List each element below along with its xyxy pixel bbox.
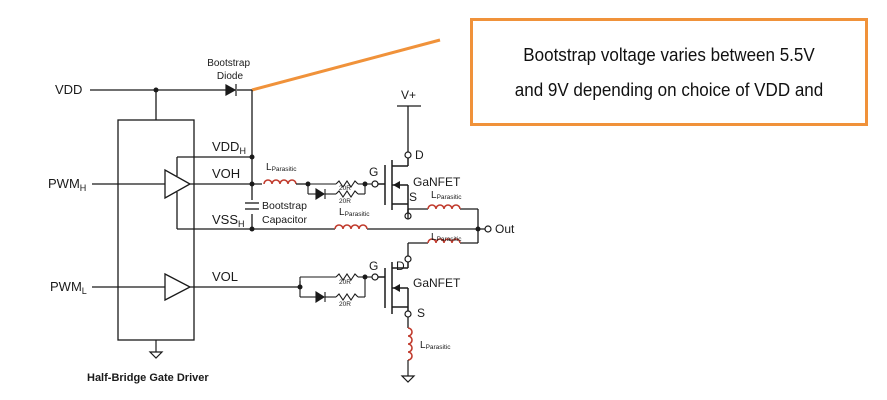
vss-h-label: VSSH: [212, 212, 245, 229]
driver-ground-icon: [148, 340, 164, 359]
pwm-l-label: PWML: [50, 279, 87, 296]
gate-terminal-low: [371, 273, 379, 281]
drain-label-high: D: [415, 148, 424, 162]
vdd-h-label: VDDH: [212, 139, 246, 156]
source-label-high: S: [409, 190, 417, 204]
gate-terminal-high: [371, 180, 379, 188]
bootstrap-capacitor-label: Bootstrap Capacitor: [262, 200, 310, 226]
source-label-low: S: [417, 306, 425, 320]
ganfet-label-high: GaNFET: [413, 175, 461, 189]
bootstrap-voltage-callout: Bootstrap voltage varies between 5.5V an…: [470, 18, 868, 126]
return-inductor-icon: [334, 224, 368, 230]
driver-box: [117, 119, 195, 341]
lp-label-source-high: LParasitic: [431, 190, 462, 201]
lp-label-gate-high: LParasitic: [266, 162, 297, 173]
resistor-label-2: 20R: [339, 198, 351, 205]
gate-label-high: G: [369, 165, 378, 179]
pwm-h-label: PWMH: [48, 176, 86, 193]
lp-label-return: LParasitic: [339, 207, 370, 218]
gate-network-high-icon: [307, 180, 372, 200]
source-inductor-high-icon: [427, 204, 461, 210]
out-label: Out: [495, 222, 515, 236]
bootstrap-diode-icon: [225, 83, 237, 97]
vplus-label: V+: [401, 88, 416, 102]
callout-leader-line: [251, 38, 441, 92]
vdd-label: VDD: [55, 82, 82, 97]
gate-inductor-high-icon: [263, 179, 297, 185]
low-side-buffer-icon: [92, 272, 300, 302]
vol-label: VOL: [212, 269, 238, 284]
gate-label-low: G: [369, 259, 378, 273]
drain-label-low: D: [396, 259, 405, 273]
ganfet-high-icon: [378, 155, 409, 213]
ganfet-label-low: GaNFET: [413, 276, 461, 290]
driver-title: Half-Bridge Gate Driver: [87, 372, 209, 384]
lp-label-drain-low: LParasitic: [431, 232, 462, 243]
bootstrap-capacitor-icon: [245, 202, 259, 210]
voh-label: VOH: [212, 166, 240, 181]
bootstrap-diode-label: Bootstrap Diode: [207, 58, 253, 82]
lp-label-source-low: LParasitic: [420, 340, 451, 351]
ground-icon: [400, 360, 416, 383]
source-inductor-low-icon: [407, 317, 413, 361]
callout-line-2: and 9V depending on choice of VDD and: [514, 79, 824, 100]
out-terminal: [484, 225, 492, 233]
ganfet-low-icon: [378, 262, 409, 314]
callout-line-1: Bootstrap voltage varies between 5.5V: [523, 44, 815, 65]
resistor-label-3: 20R: [339, 279, 351, 286]
gate-network-low-icon: [299, 273, 372, 303]
resistor-label-1: 20R: [339, 185, 351, 192]
high-side-buffer-icon: [92, 156, 335, 230]
resistor-label-4: 20R: [339, 301, 351, 308]
